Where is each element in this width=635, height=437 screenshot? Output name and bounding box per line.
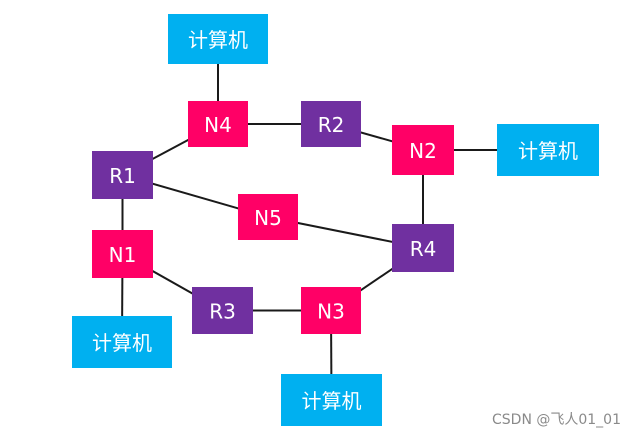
links-layer (121, 39, 548, 401)
node-r1: R1 (92, 151, 153, 199)
node-label-n2: N2 (409, 139, 437, 163)
node-box-n5 (238, 194, 298, 240)
node-box-r3 (192, 287, 253, 334)
node-r2: R2 (301, 101, 361, 147)
node-n4: N4 (188, 101, 248, 147)
node-pc-right: 计算机 (497, 124, 599, 176)
node-pc-left: 计算机 (72, 316, 172, 368)
node-label-r4: R4 (410, 237, 437, 261)
node-box-pc-left (72, 316, 172, 368)
node-label-pc-left: 计算机 (92, 331, 152, 355)
node-r4: R4 (392, 224, 454, 272)
node-label-r2: R2 (318, 113, 345, 137)
node-label-n1: N1 (109, 243, 137, 267)
node-box-n1 (92, 230, 153, 278)
watermark: CSDN @飞人01_01 (492, 412, 621, 428)
node-label-n4: N4 (204, 113, 232, 137)
node-label-pc-right: 计算机 (518, 139, 578, 163)
node-pc-top: 计算机 (168, 14, 268, 64)
node-n2: N2 (392, 125, 454, 175)
node-box-pc-right (497, 124, 599, 176)
node-n1: N1 (92, 230, 153, 278)
node-label-pc-bottom: 计算机 (302, 389, 362, 413)
node-pc-bottom: 计算机 (281, 374, 382, 426)
node-r3: R3 (192, 287, 253, 334)
node-label-r3: R3 (209, 300, 236, 324)
node-box-r2 (301, 101, 361, 147)
node-box-r4 (392, 224, 454, 272)
node-box-n3 (301, 287, 361, 334)
node-n5: N5 (238, 194, 298, 240)
node-box-pc-bottom (281, 374, 382, 426)
node-n3: N3 (301, 287, 361, 334)
node-label-n5: N5 (254, 206, 282, 230)
node-label-n3: N3 (317, 300, 345, 324)
node-label-r1: R1 (109, 164, 136, 188)
node-box-r1 (92, 151, 153, 199)
node-box-n4 (188, 101, 248, 147)
node-label-pc-top: 计算机 (188, 28, 248, 52)
node-box-n2 (392, 125, 454, 175)
node-box-pc-top (168, 14, 268, 64)
